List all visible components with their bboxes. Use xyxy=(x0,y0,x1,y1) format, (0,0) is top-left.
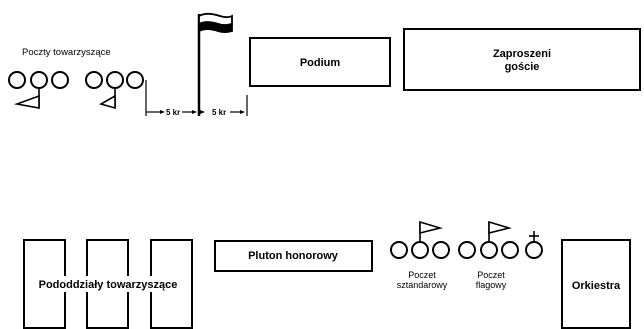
spacing-dimension: 5 kr 5 kr xyxy=(145,80,248,117)
escort-group-1 xyxy=(8,71,69,109)
platoon-label: Pluton honorowy xyxy=(248,250,339,262)
guard-member-circle xyxy=(411,241,429,259)
flag-guard-label-line1: Poczet xyxy=(477,270,505,280)
escort-group-2 xyxy=(85,71,144,110)
units-label: Pododdziały towarzyszące xyxy=(39,279,178,291)
color-guards xyxy=(390,220,543,259)
standard-pennant-icon xyxy=(419,220,444,242)
escort-member-circle xyxy=(85,71,103,89)
escort-member-circle xyxy=(30,71,48,89)
escort-label: Poczty towarzyszące xyxy=(22,47,111,58)
escort-member-circle xyxy=(51,71,69,89)
escort-member-circle xyxy=(8,71,26,89)
guard-member-circle xyxy=(525,241,543,259)
guests-label-line1: Zaproszeni xyxy=(493,48,551,60)
pennant-icon xyxy=(13,88,40,109)
guests-label-line2: goście xyxy=(505,61,540,73)
guard-member-circle xyxy=(480,241,498,259)
honor-platoon: Pluton honorowy xyxy=(214,240,373,272)
pennant-icon xyxy=(98,88,116,110)
podium-label: Podium xyxy=(300,57,341,69)
flagpole-icon xyxy=(197,12,233,116)
spacing-label-left: 5 kr xyxy=(166,108,180,117)
orchestra: Orkiestra xyxy=(561,239,631,329)
podium: Podium xyxy=(249,37,391,87)
flag-pennant-icon xyxy=(488,220,513,242)
standard-guard-label-line1: Poczet xyxy=(408,270,436,280)
guard-member-circle xyxy=(458,241,476,259)
escort-member-circle xyxy=(106,71,124,89)
guard-member-circle xyxy=(432,241,450,259)
spacing-label-right: 5 kr xyxy=(212,108,226,117)
orchestra-label: Orkiestra xyxy=(572,280,621,292)
flag-dark-stripe xyxy=(198,21,233,34)
guard-member-circle xyxy=(501,241,519,259)
standard-guard-label-line2: sztandarowy xyxy=(397,280,448,290)
invited-guests-area: Zaproszeni goście xyxy=(403,28,641,91)
guard-member-circle xyxy=(390,241,408,259)
accompanying-units: Pododdziały towarzyszące xyxy=(20,239,193,329)
escort-member-circle xyxy=(126,71,144,89)
cross-icon xyxy=(529,231,539,241)
flag-guard-label-line2: flagowy xyxy=(476,280,507,290)
